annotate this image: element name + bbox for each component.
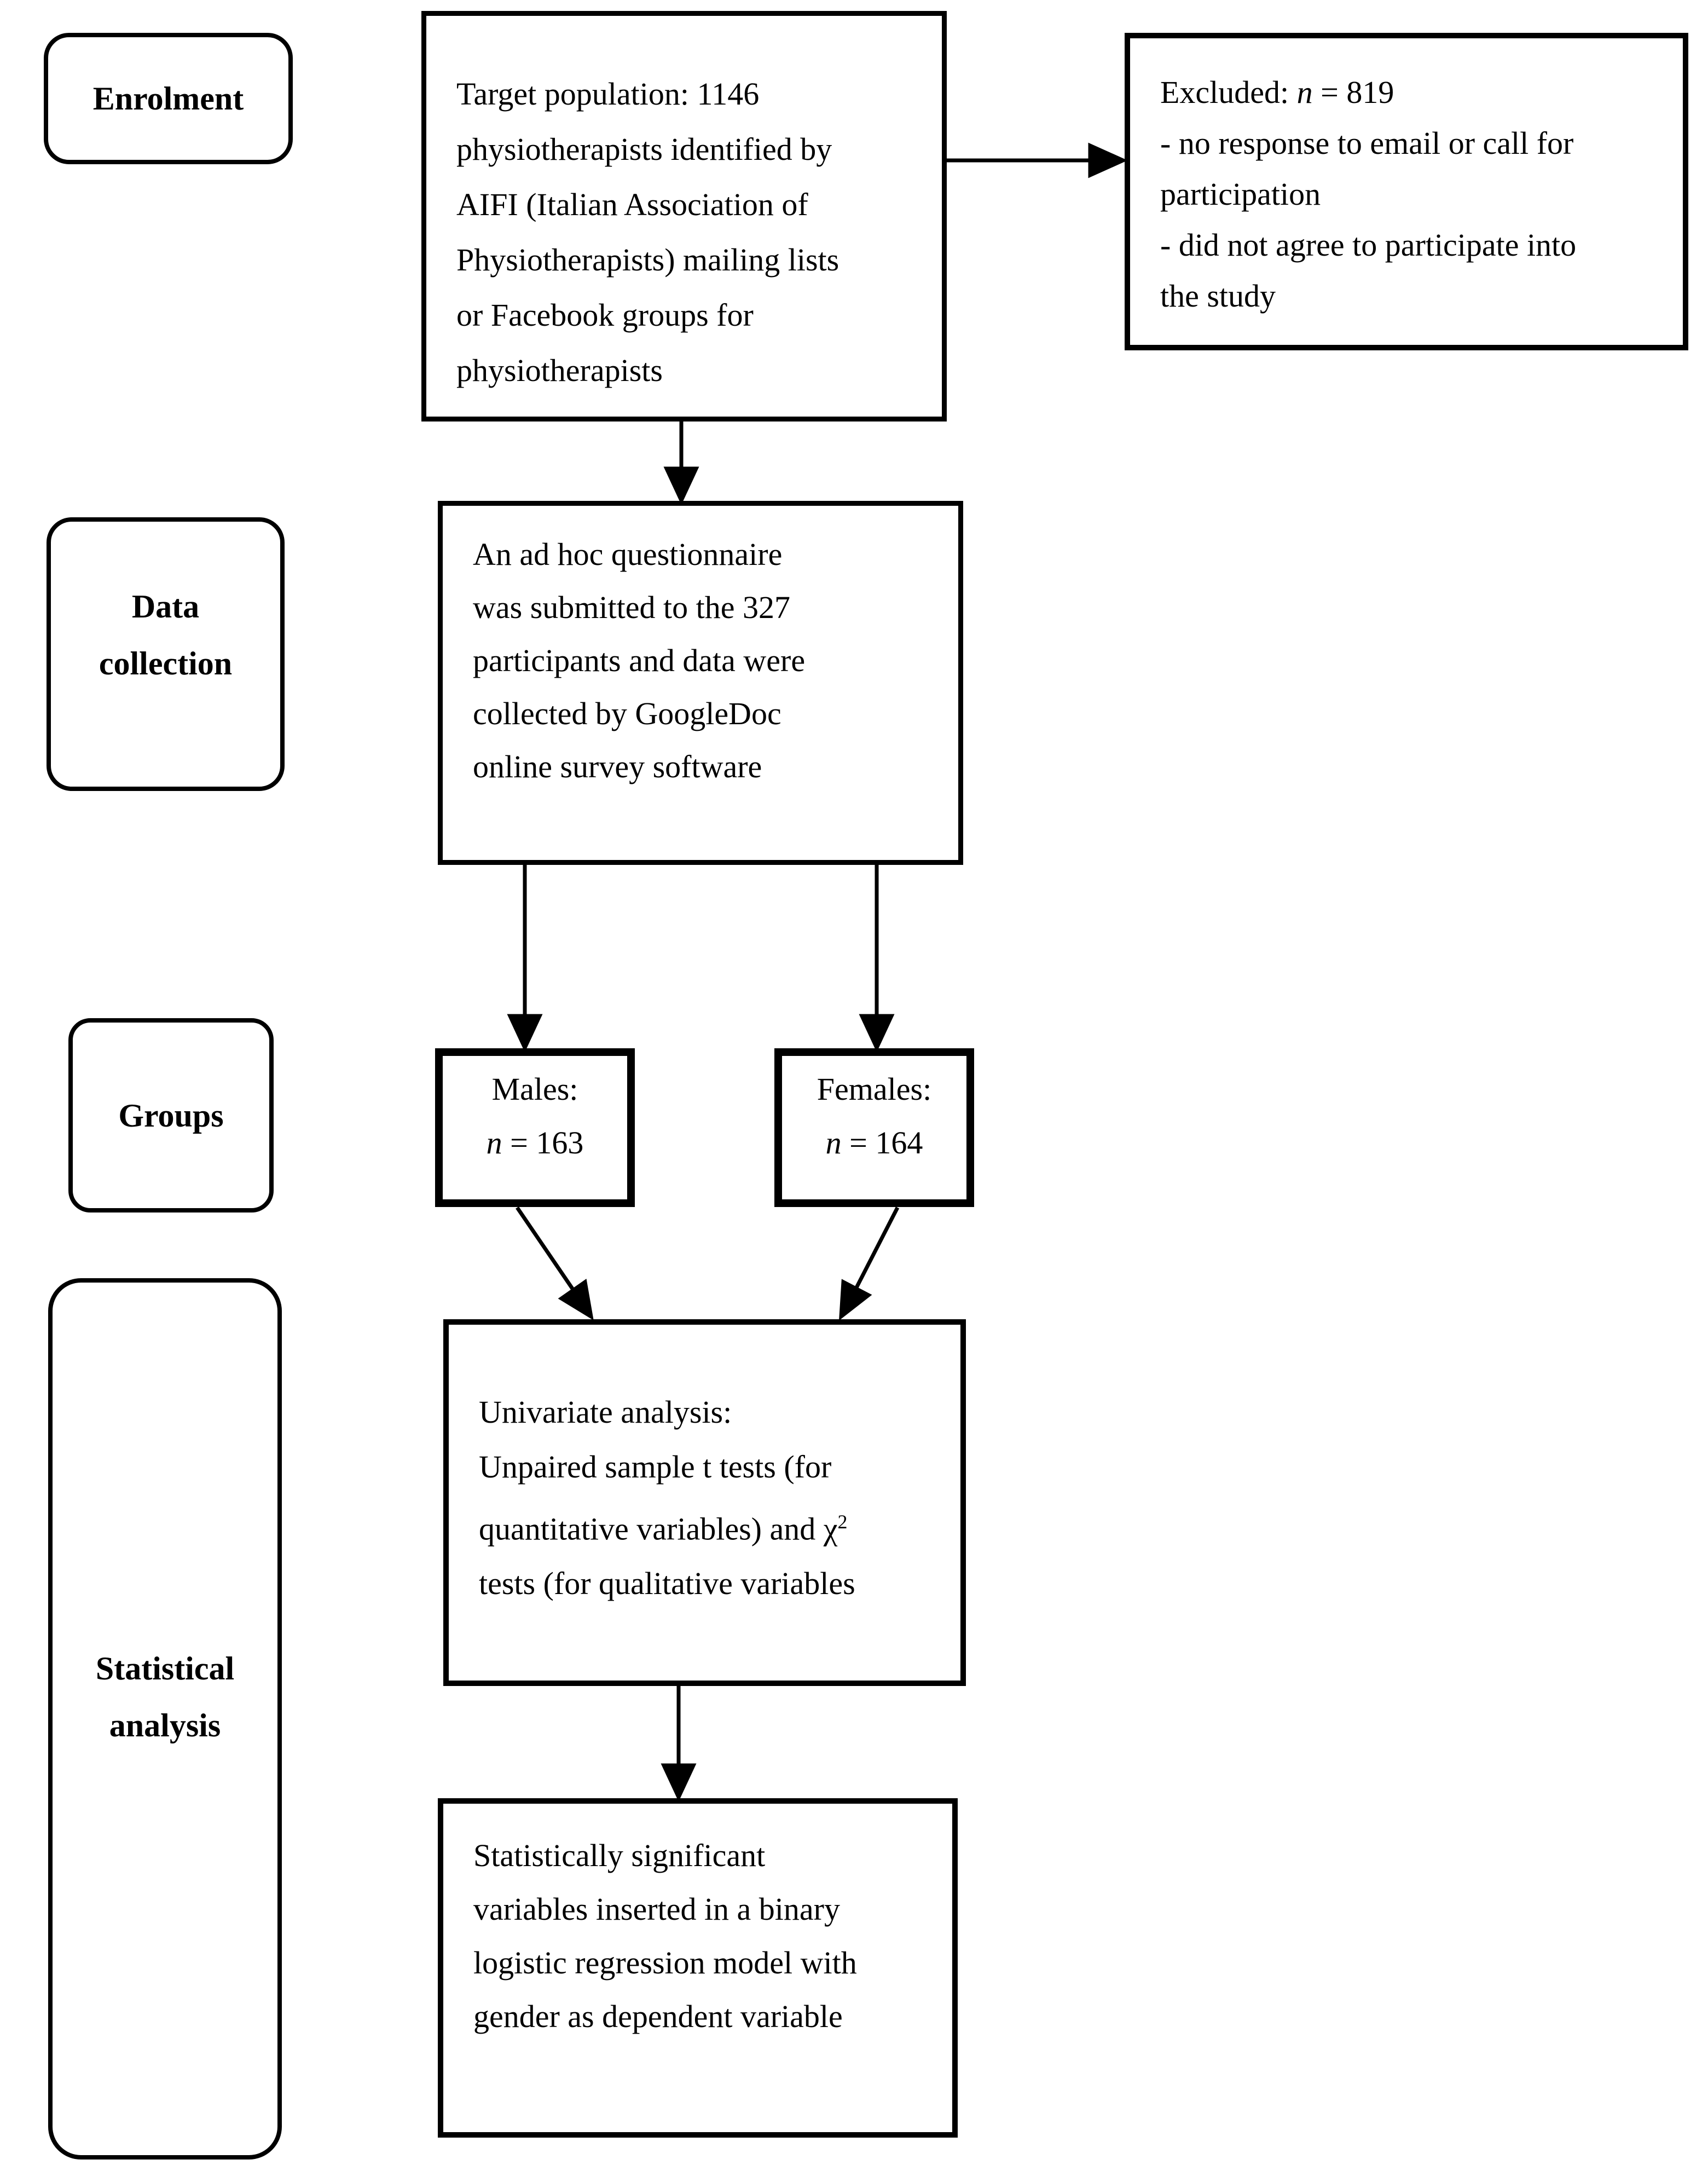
arrow-males-to-univariate-line — [516, 1206, 576, 1293]
target-population-line: or Facebook groups for — [456, 297, 754, 333]
target-population-line: Physiotherapists) mailing lists — [456, 242, 839, 278]
questionnaire-line: online survey software — [473, 749, 762, 784]
stage-data-collection-line2: collection — [99, 645, 233, 682]
stage-statistical-analysis: Statistical analysis — [48, 1278, 282, 2160]
stage-data-collection: Data collection — [47, 517, 285, 791]
stage-groups-label: Groups — [118, 1097, 224, 1134]
excluded-title: Excluded: n = 819 — [1160, 74, 1394, 110]
excluded-box: Excluded: n = 819 - no response to email… — [1125, 33, 1688, 350]
univariate-line-chi: quantitative variables) and χ2 — [479, 1511, 848, 1547]
stage-statistical-line1: Statistical — [95, 1650, 235, 1687]
stage-groups: Groups — [68, 1018, 274, 1212]
univariate-analysis-box: Univariate analysis: Unpaired sample t t… — [443, 1319, 966, 1686]
chi-symbol: χ — [823, 1511, 838, 1547]
arrow-data-to-females-head — [859, 1014, 895, 1053]
univariate-line: tests (for qualitative variables — [479, 1566, 855, 1602]
target-population-line: physiotherapists identified by — [456, 131, 832, 167]
excluded-reason-line: participation — [1160, 176, 1321, 212]
excluded-reason-line: the study — [1160, 278, 1276, 314]
chi-exponent: 2 — [837, 1511, 848, 1533]
univariate-line: Unpaired sample t tests (for — [479, 1449, 832, 1485]
stage-enrolment-label: Enrolment — [92, 80, 244, 117]
arrow-univariate-to-regression-head — [661, 1763, 697, 1802]
logistic-regression-box: Statistically significant variables inse… — [438, 1798, 958, 2138]
questionnaire-box: An ad hoc questionnaire was submitted to… — [438, 501, 963, 865]
arrow-target-to-data-head — [663, 466, 699, 505]
arrow-females-to-univariate-head — [839, 1279, 872, 1321]
questionnaire-line: An ad hoc questionnaire — [473, 536, 783, 572]
females-label: Females: — [817, 1071, 932, 1107]
target-population-line: Target population: 1146 — [456, 76, 760, 112]
regression-line: gender as dependent variable — [473, 1999, 843, 2034]
excluded-reason-line: - did not agree to participate into — [1160, 227, 1577, 263]
univariate-line: Univariate analysis: — [479, 1394, 732, 1430]
stage-enrolment: Enrolment — [44, 33, 293, 164]
males-group-box: Males: n = 163 — [435, 1048, 635, 1207]
target-population-box: Target population: 1146 physiotherapists… — [421, 11, 947, 422]
regression-line: logistic regression model with — [473, 1945, 857, 1981]
questionnaire-line: was submitted to the 327 — [473, 590, 790, 625]
excluded-reason-line: - no response to email or call for — [1160, 125, 1574, 161]
questionnaire-line: collected by GoogleDoc — [473, 696, 781, 731]
arrow-target-to-excluded-head — [1088, 142, 1128, 178]
target-population-line: AIFI (Italian Association of — [456, 187, 808, 222]
arrow-data-to-males-head — [507, 1014, 543, 1053]
regression-line: Statistically significant — [473, 1838, 766, 1873]
females-count: n = 164 — [825, 1125, 923, 1160]
stage-statistical-line2: analysis — [109, 1707, 221, 1743]
stage-data-collection-line1: Data — [131, 588, 200, 625]
females-group-box: Females: n = 164 — [774, 1048, 974, 1207]
regression-line: variables inserted in a binary — [473, 1891, 840, 1927]
arrow-females-to-univariate-line — [853, 1206, 900, 1292]
males-label: Males: — [491, 1071, 578, 1107]
males-count: n = 163 — [486, 1125, 584, 1160]
target-population-line: physiotherapists — [456, 353, 663, 388]
arrow-males-to-univariate-head — [558, 1278, 594, 1321]
questionnaire-line: participants and data were — [473, 643, 806, 678]
